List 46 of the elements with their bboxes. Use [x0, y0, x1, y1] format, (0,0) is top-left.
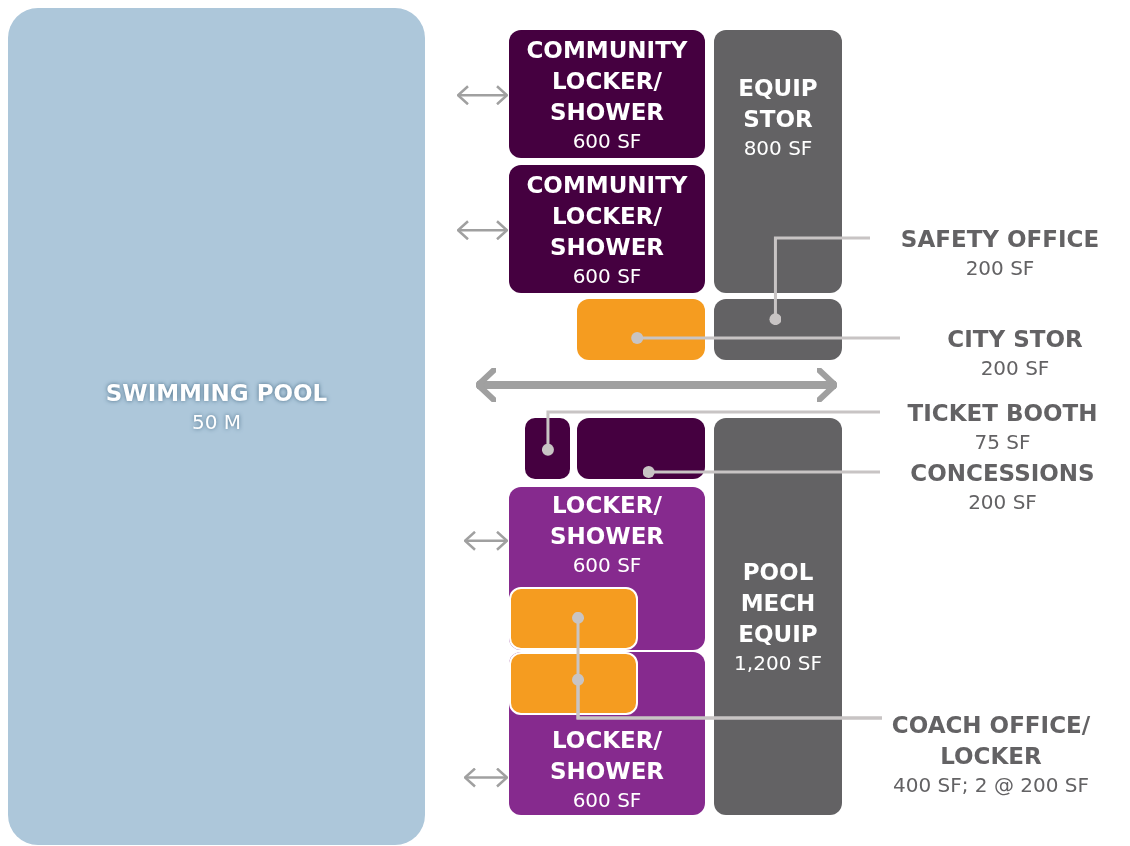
area-value: 600 SF — [572, 786, 642, 813]
room-block — [714, 30, 842, 293]
pool-area — [8, 8, 425, 845]
room-block — [577, 299, 705, 360]
room-block — [509, 587, 638, 650]
area-value: 600 SF — [572, 127, 642, 154]
double-arrow — [456, 85, 509, 106]
area-value: 600 SF — [572, 262, 642, 289]
callout-name: CONCESSIONS — [910, 458, 1095, 488]
leader-line — [631, 332, 900, 344]
double-arrow — [463, 530, 509, 552]
room-block — [509, 30, 705, 158]
room-block — [577, 418, 705, 479]
area-value: 200 SF — [980, 354, 1050, 381]
double-arrow — [456, 220, 509, 241]
leader-line — [541, 410, 880, 456]
callout-name: TICKET BOOTH — [907, 398, 1098, 428]
room-name: COMMUNITY LOCKER/ SHOWER — [525, 170, 689, 262]
callout-name: SAFETY OFFICE — [900, 224, 1100, 254]
area-value: 800 SF — [743, 134, 813, 161]
room-block — [509, 487, 705, 650]
area-value: 600 SF — [572, 551, 642, 578]
room-name: LOCKER/ SHOWER — [548, 490, 666, 551]
callout-name: COACH OFFICE/ LOCKER — [890, 711, 1092, 771]
leader-line — [572, 673, 882, 720]
leader-line — [769, 236, 870, 326]
callout-name: CITY STOR — [947, 324, 1083, 354]
area-value: 200 SF — [965, 254, 1035, 281]
area-value: 50 M — [191, 409, 242, 435]
room-block — [509, 165, 705, 293]
room-name: POOL MECH EQUIP — [737, 558, 819, 649]
area-value: 75 SF — [974, 428, 1031, 455]
area-value: 200 SF — [968, 488, 1037, 515]
area-value: 400 SF; 2 @ 200 SF — [893, 772, 1089, 798]
leader-line — [642, 466, 880, 478]
room-block — [714, 299, 842, 360]
room-name: SWIMMING POOL — [105, 379, 328, 408]
room-name: LOCKER/ SHOWER — [548, 725, 666, 786]
area-value: 1,200 SF — [734, 650, 822, 676]
room-block — [525, 418, 570, 479]
room-block — [509, 652, 705, 815]
room-name: COMMUNITY LOCKER/ SHOWER — [525, 35, 689, 127]
room-block — [509, 652, 638, 715]
double-arrow — [463, 767, 509, 788]
room-name: EQUIP STOR — [737, 73, 819, 134]
room-block — [714, 418, 842, 815]
